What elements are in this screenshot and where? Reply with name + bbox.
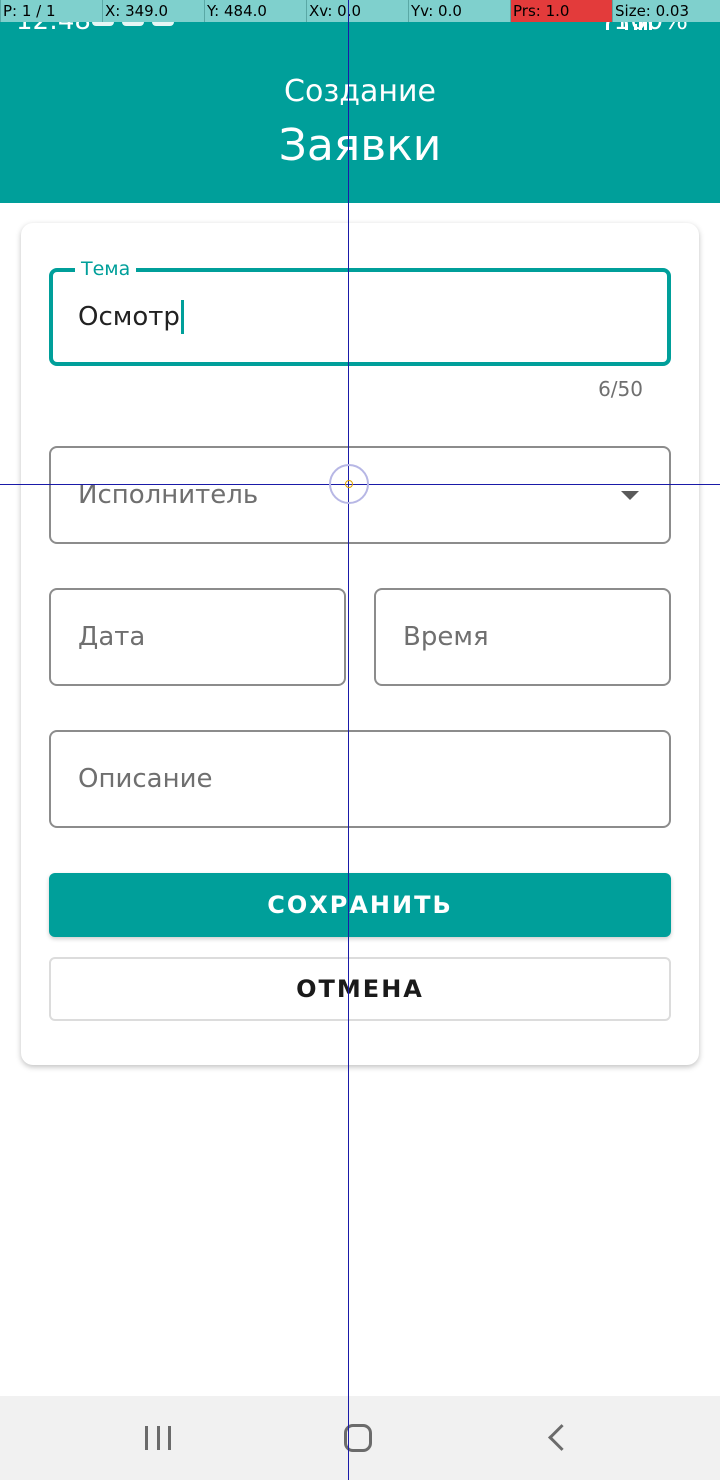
topic-label: Тема (75, 258, 137, 280)
date-field[interactable]: Дата (49, 588, 346, 686)
pointer-y: Y: 484.0 (204, 0, 306, 22)
home-icon[interactable] (344, 1424, 372, 1452)
back-icon[interactable] (548, 1424, 575, 1451)
pointer-crosshair-vertical (348, 0, 349, 1480)
recent-apps-icon[interactable] (145, 1426, 171, 1450)
app-bar: Создание Заявки (0, 44, 720, 203)
cancel-button[interactable]: ОТМЕНА (49, 957, 671, 1021)
topic-value: Осмотр (78, 302, 180, 332)
pointer-yv: Yv: 0.0 (408, 0, 510, 22)
pointer-xv: Xv: 0.0 (306, 0, 408, 22)
request-form-card: Тема Осмотр 6/50 Исполнитель Дата Время … (21, 223, 699, 1065)
touch-point (345, 480, 353, 488)
topic-input[interactable]: Осмотр (78, 272, 184, 362)
executor-dropdown[interactable]: Исполнитель (49, 446, 671, 544)
description-field[interactable]: Описание (49, 730, 671, 828)
time-placeholder: Время (403, 622, 489, 652)
executor-placeholder: Исполнитель (78, 480, 259, 510)
pointer-size: Size: 0.03 (612, 0, 720, 22)
time-field[interactable]: Время (374, 588, 671, 686)
description-placeholder: Описание (78, 764, 213, 794)
topic-char-counter: 6/50 (598, 377, 643, 401)
triangle-down-icon[interactable] (621, 491, 639, 500)
pointer-x: X: 349.0 (102, 0, 204, 22)
system-nav-bar (0, 1396, 720, 1480)
date-placeholder: Дата (78, 622, 146, 652)
pointer-pressure: Prs: 1.0 (510, 0, 612, 22)
pointer-count: P: 1 / 1 (0, 0, 102, 22)
header-subtitle: Создание (284, 74, 436, 109)
touch-indicator (329, 464, 369, 504)
save-button[interactable]: СОХРАНИТЬ (49, 873, 671, 937)
pointer-location-overlay: P: 1 / 1 X: 349.0 Y: 484.0 Xv: 0.0 Yv: 0… (0, 0, 720, 22)
page-title: Заявки (278, 120, 442, 171)
text-cursor (180, 300, 184, 334)
topic-field[interactable]: Тема Осмотр (49, 258, 671, 366)
